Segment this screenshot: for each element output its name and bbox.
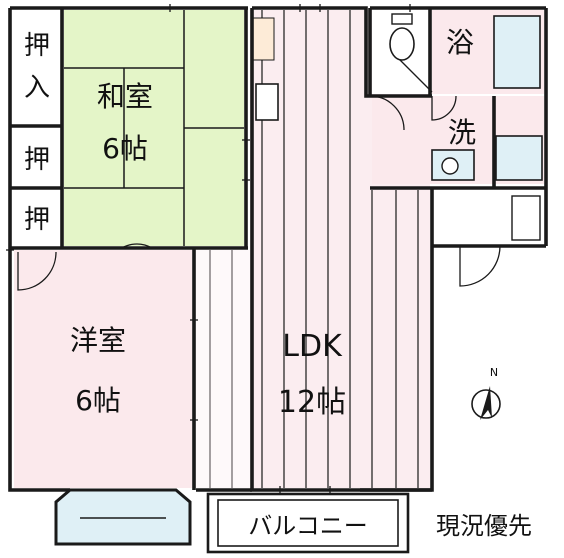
window-marks xyxy=(6,4,411,494)
compass-icon: N xyxy=(471,366,501,420)
closet-label-top-2: 入 xyxy=(24,73,50,103)
bathtub xyxy=(493,15,541,89)
bay-window xyxy=(54,488,192,546)
toilet-bowl xyxy=(389,27,415,61)
shoe-cabinet xyxy=(511,195,541,241)
walls xyxy=(8,6,548,492)
youshitsu-size: 6帖 xyxy=(75,384,121,417)
ldk-name: LDK xyxy=(282,329,343,364)
bath-label: 浴 xyxy=(446,26,474,59)
youshitsu-floor xyxy=(14,250,196,488)
kitchen-stove xyxy=(255,83,279,121)
washitsu-name: 和室 xyxy=(97,80,153,113)
youshitsu-name: 洋室 xyxy=(70,324,126,357)
washbasin-bowl xyxy=(441,157,459,175)
washitsu-size: 6帖 xyxy=(102,132,148,165)
compass-label: N xyxy=(490,366,498,379)
closet-label-mid: 押 xyxy=(24,145,50,175)
washing-machine xyxy=(495,135,543,181)
wash-label: 洗 xyxy=(448,116,476,149)
closet-label-top-1: 押 xyxy=(24,31,50,61)
toilet-tank xyxy=(391,13,413,25)
fridge-space xyxy=(251,17,275,61)
door-swings xyxy=(17,59,501,291)
ldk-floor-lower-left xyxy=(196,250,250,488)
ldk-size: 12帖 xyxy=(278,385,346,420)
tatami-lines xyxy=(64,10,244,246)
balcony-label: バルコニー xyxy=(248,512,368,540)
balcony-inner xyxy=(217,499,399,547)
closet-label-bottom: 押 xyxy=(24,205,50,235)
current-condition-note: 現況優先 xyxy=(436,512,532,540)
